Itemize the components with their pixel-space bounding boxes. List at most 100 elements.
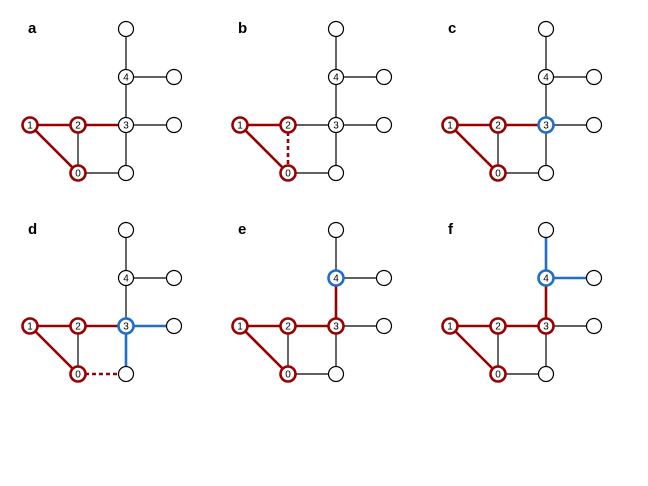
- node-label: 3: [543, 121, 549, 132]
- node-2: [489, 116, 507, 134]
- node-label: 3: [333, 121, 339, 132]
- node-empty: [375, 269, 393, 287]
- node-label: 2: [75, 121, 81, 132]
- node-empty: [165, 116, 183, 134]
- node-empty: [165, 269, 183, 287]
- node-label: 4: [543, 274, 549, 285]
- node-3: [327, 317, 345, 335]
- node-empty: [117, 221, 135, 239]
- node-label: 2: [495, 322, 501, 333]
- node-label: 0: [285, 169, 291, 180]
- node-empty: [117, 365, 135, 383]
- edge-n1-n0: [239, 325, 289, 375]
- node-label: 2: [75, 322, 81, 333]
- panel-b: b 0 1 2 3 4: [231, 20, 393, 182]
- node-1: [231, 116, 249, 134]
- node-0: [489, 365, 507, 383]
- node-label: 2: [285, 322, 291, 333]
- edge-n1-n0: [449, 325, 499, 375]
- node-empty: [585, 317, 603, 335]
- panel-f: f 0 1 2 3 4: [441, 221, 603, 383]
- node-empty: [165, 68, 183, 86]
- node-4: [117, 269, 135, 287]
- node-label: 3: [123, 322, 129, 333]
- panel-c: c 0 1 2 3 4: [441, 20, 603, 182]
- node-0: [279, 365, 297, 383]
- node-empty: [327, 164, 345, 182]
- node-label: 0: [495, 169, 501, 180]
- node-empty: [375, 317, 393, 335]
- node-label: 1: [27, 322, 33, 333]
- node-empty: [585, 68, 603, 86]
- node-label: 1: [447, 322, 453, 333]
- node-empty: [117, 164, 135, 182]
- node-label: 1: [237, 121, 243, 132]
- node-empty: [117, 20, 135, 38]
- node-label: 4: [333, 274, 339, 285]
- node-label: 0: [495, 370, 501, 381]
- node-2: [279, 317, 297, 335]
- node-2: [489, 317, 507, 335]
- node-label: 0: [75, 169, 81, 180]
- panel-label: d: [28, 221, 37, 238]
- node-label: 2: [285, 121, 291, 132]
- edge-n1-n0: [449, 124, 499, 174]
- node-3: [537, 317, 555, 335]
- node-3: [117, 116, 135, 134]
- panel-label: f: [448, 221, 454, 238]
- node-empty: [585, 269, 603, 287]
- node-2: [69, 116, 87, 134]
- node-4: [117, 68, 135, 86]
- node-1: [21, 116, 39, 134]
- node-2: [69, 317, 87, 335]
- node-1: [441, 116, 459, 134]
- node-empty: [537, 221, 555, 239]
- node-0: [69, 365, 87, 383]
- node-empty: [537, 164, 555, 182]
- panel-label: c: [448, 20, 456, 37]
- node-label: 4: [123, 274, 129, 285]
- panel-label: e: [238, 221, 246, 238]
- node-4: [537, 269, 555, 287]
- edge-n1-n0: [29, 124, 79, 174]
- panel-e: e 0 1 2 3 4: [231, 221, 393, 383]
- node-label: 3: [123, 121, 129, 132]
- node-0: [489, 164, 507, 182]
- node-label: 2: [495, 121, 501, 132]
- node-4: [537, 68, 555, 86]
- node-label: 4: [123, 73, 129, 84]
- node-empty: [375, 68, 393, 86]
- node-1: [231, 317, 249, 335]
- node-3: [117, 317, 135, 335]
- panel-label: b: [238, 20, 247, 37]
- node-label: 3: [333, 322, 339, 333]
- node-label: 1: [447, 121, 453, 132]
- node-empty: [375, 116, 393, 134]
- edge-n1-n0: [239, 124, 289, 174]
- node-3: [327, 116, 345, 134]
- node-label: 0: [285, 370, 291, 381]
- node-1: [441, 317, 459, 335]
- node-empty: [537, 20, 555, 38]
- node-empty: [327, 365, 345, 383]
- node-empty: [537, 365, 555, 383]
- node-4: [327, 269, 345, 287]
- node-label: 1: [237, 322, 243, 333]
- node-0: [279, 164, 297, 182]
- node-empty: [327, 20, 345, 38]
- node-label: 4: [543, 73, 549, 84]
- node-empty: [327, 221, 345, 239]
- node-label: 4: [333, 73, 339, 84]
- node-label: 1: [27, 121, 33, 132]
- node-1: [21, 317, 39, 335]
- panel-label: a: [28, 20, 37, 37]
- edge-n1-n0: [29, 325, 79, 375]
- node-2: [279, 116, 297, 134]
- node-label: 3: [543, 322, 549, 333]
- node-empty: [585, 116, 603, 134]
- node-empty: [165, 317, 183, 335]
- node-3: [537, 116, 555, 134]
- node-4: [327, 68, 345, 86]
